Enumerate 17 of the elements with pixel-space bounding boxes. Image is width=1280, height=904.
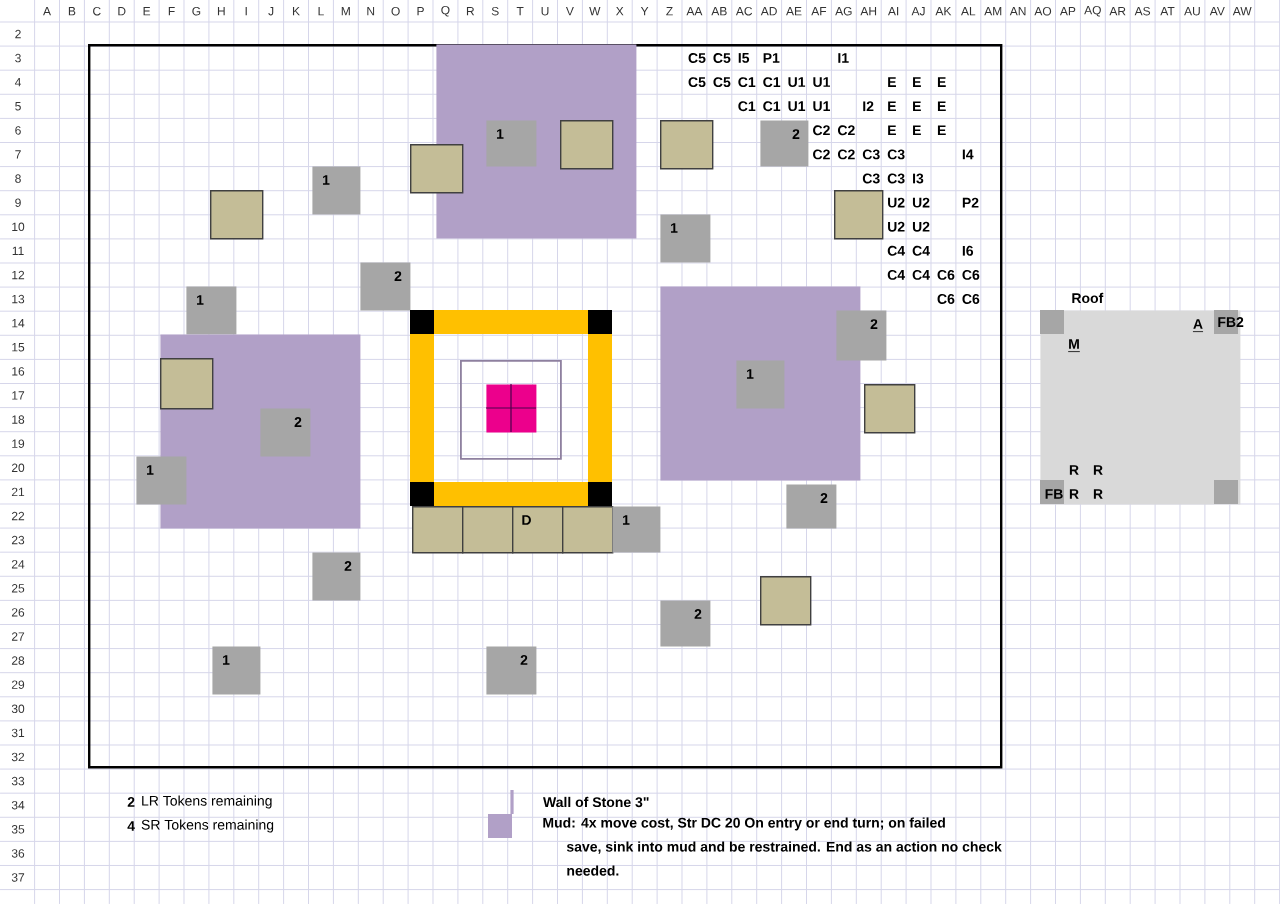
obstacle-square [660, 120, 714, 170]
target-square [485, 383, 537, 433]
obstacle-square [560, 120, 614, 170]
obstacle-square [562, 506, 614, 554]
inner-square [460, 360, 562, 460]
obstacle-square [462, 506, 514, 554]
wall-frame [410, 310, 612, 506]
obstacle-square [760, 576, 812, 626]
roof-panel [1040, 292, 1244, 505]
obstacle-square [410, 144, 464, 194]
obstacle-square [160, 358, 214, 410]
mud-area [660, 286, 861, 481]
obstacle-square [834, 190, 884, 240]
obstacle-square [864, 384, 916, 434]
map-border [88, 44, 1003, 769]
obstacle-square [412, 506, 464, 554]
obstacle-square [210, 190, 264, 240]
